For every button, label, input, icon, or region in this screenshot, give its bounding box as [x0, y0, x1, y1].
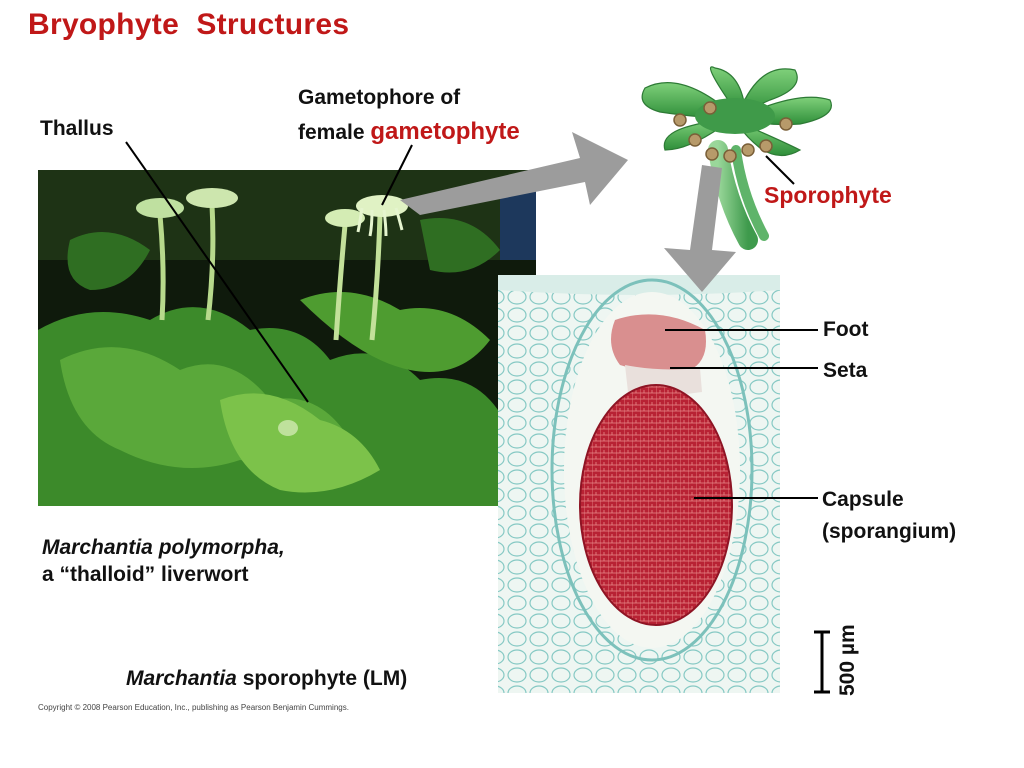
- gametophore-illustration: [641, 66, 832, 250]
- thallus-leader-line: [125, 141, 309, 403]
- page-title: Bryophyte Structures: [28, 8, 350, 41]
- photo-caption-line2: a “thalloid” liverwort: [42, 563, 249, 586]
- micrograph-caption-genus: Marchantia: [126, 667, 237, 690]
- gametophore-label-line2: female gametophyte: [298, 118, 520, 146]
- sporophyte-micrograph: [498, 275, 780, 693]
- gametophore-leader-line: [381, 144, 413, 206]
- gametophore-label-line1: Gametophore of: [298, 86, 461, 109]
- micrograph-caption: Marchantia sporophyte (LM): [126, 667, 407, 691]
- photo-caption-line1: Marchantia polymorpha,: [42, 536, 285, 559]
- gametophore-label-prefix: female: [298, 121, 371, 144]
- seta-label: Seta: [823, 359, 868, 382]
- gametophyte-highlight: gametophyte: [370, 118, 520, 145]
- sporophyte-label: Sporophyte: [764, 182, 892, 208]
- thallus-label: Thallus: [40, 117, 114, 140]
- foot-label: Foot: [823, 318, 869, 341]
- scale-bar: [814, 630, 830, 694]
- sporophyte-leader-line: [765, 155, 795, 185]
- arrow-to-illustration: [400, 132, 628, 215]
- capsule-label-line1: Capsule: [822, 488, 904, 511]
- leader-lines: [125, 141, 818, 499]
- arrow-to-micrograph: [664, 165, 736, 292]
- copyright-notice: Copyright © 2008 Pearson Education, Inc.…: [38, 703, 349, 712]
- micrograph-caption-rest: sporophyte (LM): [236, 667, 408, 690]
- capsule-label-line2: (sporangium): [822, 520, 957, 543]
- scale-bar-label: 500 µm: [836, 624, 859, 696]
- marchantia-photo: [38, 170, 536, 506]
- arrows: [400, 132, 736, 292]
